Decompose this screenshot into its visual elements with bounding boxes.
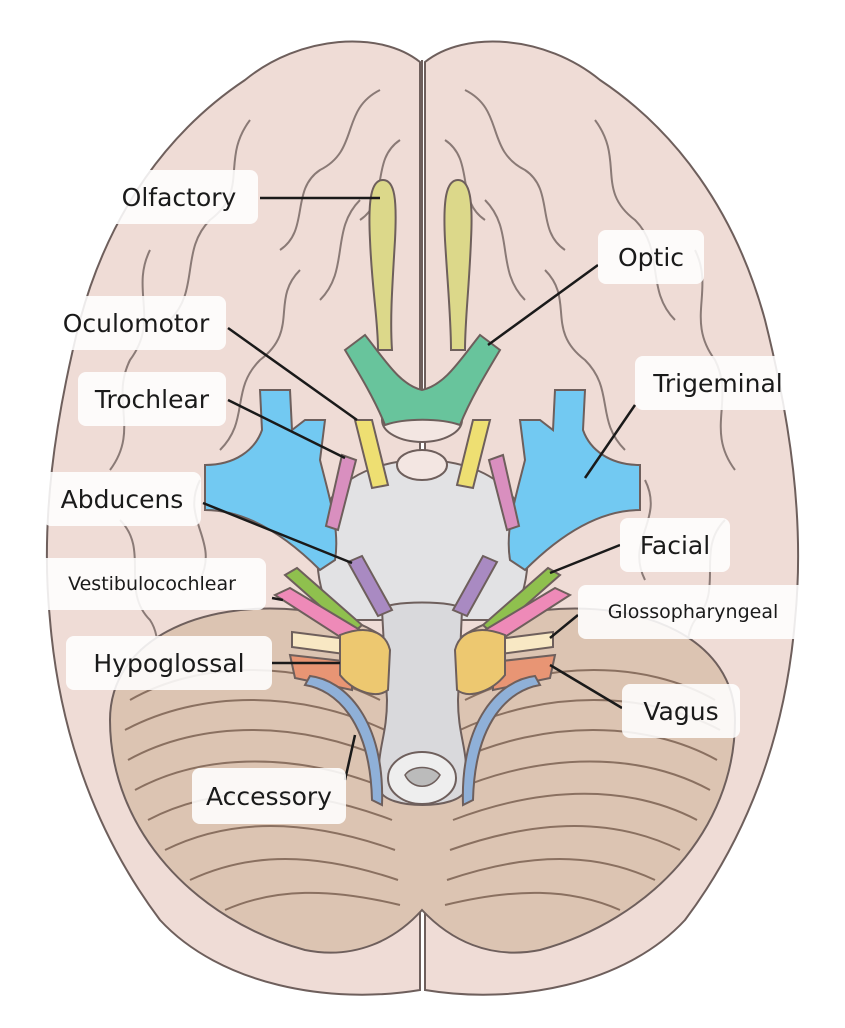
label-oculomotor: Oculomotor [46, 296, 226, 350]
trigeminal-nerve-right [507, 389, 641, 572]
label-hypoglossal: Hypoglossal [66, 636, 272, 690]
label-abducens: Abducens [43, 472, 201, 526]
label-vagus: Vagus [622, 684, 740, 738]
label-trigeminal: Trigeminal [635, 356, 801, 410]
leader-lines [202, 196, 637, 781]
optic-chiasm [343, 333, 502, 427]
label-olfactory: Olfactory [100, 170, 258, 224]
label-optic: Optic [598, 230, 704, 284]
label-facial: Facial [620, 518, 730, 572]
label-glossopharyngeal: Glossopharyngeal [578, 585, 808, 639]
trigeminal-nerve-left [204, 389, 338, 572]
olfactory-nerve-left [368, 178, 397, 351]
label-trochlear: Trochlear [78, 372, 226, 426]
cerebellum-folia [124, 669, 721, 911]
label-vestibulocochlear: Vestibulocochlear [38, 558, 266, 610]
label-accessory: Accessory [192, 768, 346, 824]
olfactory-nerve-right [443, 178, 473, 351]
